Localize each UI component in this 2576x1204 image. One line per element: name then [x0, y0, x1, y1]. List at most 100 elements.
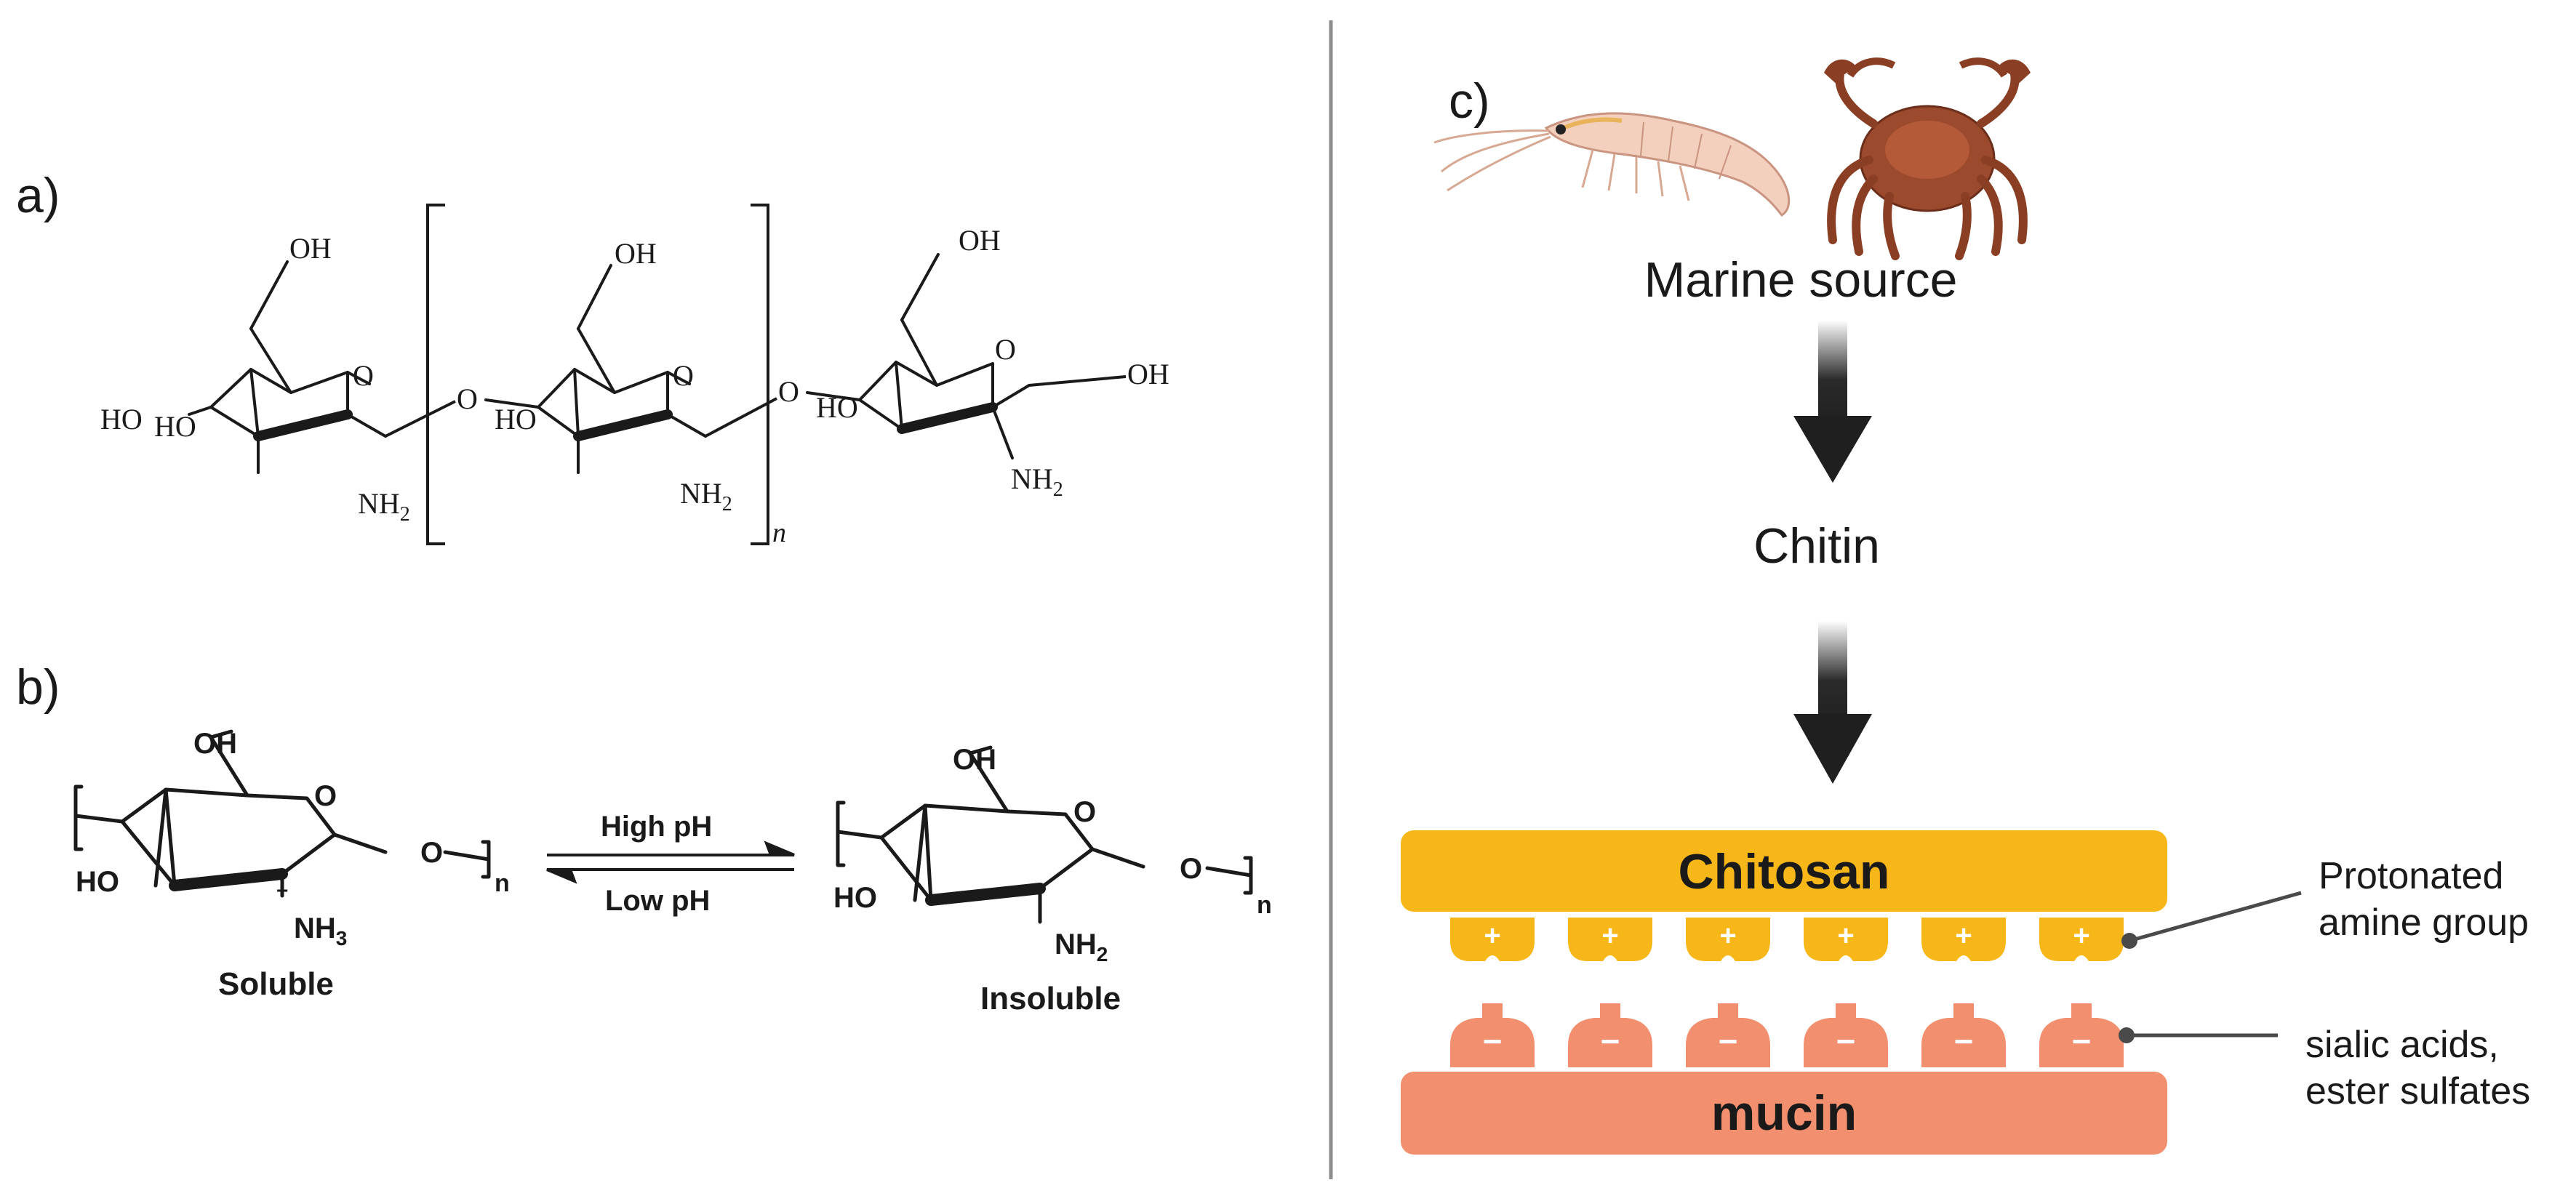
- svg-text:NH2: NH2: [1055, 928, 1108, 966]
- panel-a-middle-unit: [484, 264, 707, 474]
- callout-positive-line-1: Protonated: [2319, 855, 2503, 897]
- panel-a-bond: [385, 400, 456, 438]
- positive-sign: +: [1955, 920, 1972, 952]
- positive-charge-group: +: [1804, 918, 1888, 961]
- insoluble-structure: [836, 745, 1253, 924]
- panel-a-left-bracket: [426, 204, 445, 545]
- svg-text:OH: OH: [959, 224, 1001, 257]
- svg-text:O: O: [1073, 796, 1096, 828]
- panel-a-left-unit-labels: OH HO HO O NH2: [100, 232, 410, 526]
- chitosan-label: Chitosan: [1679, 844, 1890, 899]
- marine-source-label: Marine source: [1644, 252, 1958, 308]
- negative-charge-group: −: [1450, 1003, 1535, 1067]
- panel-b-label: b): [16, 659, 60, 715]
- negative-charge-group: −: [1921, 1003, 2006, 1067]
- negative-charge-group: −: [1686, 1003, 1770, 1067]
- svg-text:HO: HO: [816, 391, 858, 424]
- panel-a-right-unit-labels: OH HO O OH NH2: [816, 224, 1169, 501]
- positive-sign: +: [2073, 920, 2089, 952]
- svg-text:HO: HO: [833, 882, 877, 914]
- soluble-structure: [73, 729, 491, 898]
- callout-positive-line-2: amine group: [2319, 902, 2529, 944]
- svg-text:OH: OH: [289, 232, 332, 265]
- positive-groups: + + + + + +: [1450, 918, 2124, 961]
- positive-charge-group: +: [1686, 918, 1770, 961]
- positive-charge-group: +: [1921, 918, 2006, 961]
- insoluble-structure-labels: OH O HO O NH2 n Insoluble: [833, 744, 1272, 1016]
- panel-a-right-bracket: [751, 204, 769, 545]
- svg-text:O: O: [353, 359, 374, 392]
- svg-text:sialic acids, ester su: sialic acids, ester sulfates: [2305, 1024, 2530, 1112]
- negative-charge-group: −: [1568, 1003, 1652, 1067]
- svg-text:NH2: NH2: [1011, 462, 1063, 501]
- panel-c-label: c): [1449, 73, 1490, 129]
- positive-sign: +: [1484, 920, 1500, 952]
- crab-illustration: [1824, 57, 2031, 260]
- svg-text:HO: HO: [76, 866, 119, 898]
- svg-text:OH: OH: [1127, 358, 1169, 390]
- svg-text:OH: OH: [193, 728, 237, 760]
- negative-charge-group: −: [2039, 1003, 2124, 1067]
- svg-text:O: O: [1180, 853, 1202, 885]
- negative-sign: −: [1483, 1022, 1503, 1060]
- panel-a-left-unit: [188, 260, 387, 474]
- svg-text:NH2: NH2: [680, 477, 732, 515]
- equilibrium-arrows: [546, 840, 795, 884]
- svg-text:O: O: [673, 359, 694, 392]
- negative-sign: −: [1836, 1022, 1856, 1060]
- chitosan-bar: [1401, 830, 2167, 912]
- positive-charge-group: +: [1568, 918, 1652, 961]
- svg-text:O: O: [995, 333, 1016, 366]
- negative-sign: −: [1954, 1022, 1974, 1060]
- svg-text:OH: OH: [953, 744, 996, 776]
- arrow-down-2: [1793, 621, 1872, 784]
- chitin-label: Chitin: [1753, 518, 1880, 574]
- svg-text:NH3: NH3: [294, 912, 347, 950]
- panel-a-bridge-oxygen-2: O: [778, 375, 799, 408]
- callout-negative-line-2: ester sulfates: [2305, 1070, 2530, 1112]
- svg-text:Soluble: Soluble: [218, 966, 334, 1002]
- negative-sign: −: [1719, 1022, 1738, 1060]
- svg-text:O: O: [314, 780, 337, 812]
- positive-charge-group: +: [2039, 918, 2124, 961]
- panel-b: b) OH O HO O + NH3 n Soluble: [16, 659, 1272, 1016]
- panel-a-bond: [705, 397, 777, 438]
- svg-text:HO: HO: [154, 410, 196, 443]
- mucin-label: mucin: [1711, 1085, 1857, 1141]
- positive-sign: +: [1719, 920, 1736, 952]
- panel-a-repeat-subscript: n: [772, 518, 786, 548]
- arrow-down-1: [1793, 320, 1872, 483]
- svg-text:HO: HO: [495, 403, 537, 436]
- panel-a-middle-unit-labels: OH HO O NH2: [495, 237, 732, 515]
- shrimp-illustration: [1433, 112, 1791, 217]
- panel-a-right-unit: [806, 253, 1031, 459]
- positive-sign: +: [1837, 920, 1854, 952]
- negative-sign: −: [2072, 1022, 2092, 1060]
- negative-groups: −−−−−−: [1450, 1003, 2124, 1067]
- high-ph-label: High pH: [601, 811, 712, 843]
- panel-a-label: a): [16, 168, 60, 223]
- callout-negative-line-1: sialic acids,: [2305, 1024, 2499, 1066]
- positive-sign: +: [1601, 920, 1618, 952]
- svg-text:OH: OH: [615, 237, 657, 270]
- panel-c: c): [1401, 57, 2530, 1155]
- panel-a-bridge-oxygen-1: O: [457, 382, 478, 415]
- callout-negative: sialic acids, ester sulfates: [2119, 1024, 2530, 1112]
- svg-text:Insoluble: Insoluble: [980, 981, 1121, 1016]
- positive-charge-group: +: [1450, 918, 1535, 961]
- svg-text:NH2: NH2: [358, 487, 410, 526]
- svg-text:O: O: [420, 837, 443, 869]
- mucin-bar: [1401, 1072, 2167, 1155]
- svg-text:n: n: [495, 870, 510, 897]
- panel-a: a) OH HO HO O NH2 O n: [16, 168, 1169, 548]
- panel-a-bond: [1028, 375, 1127, 387]
- svg-text:+: +: [276, 879, 288, 902]
- svg-text:Protonated amine group: Protonated amine group: [2319, 855, 2529, 944]
- callout-positive: Protonated amine group: [2121, 855, 2529, 949]
- soluble-structure-labels: OH O HO O + NH3 n Soluble: [76, 728, 510, 1002]
- negative-sign: −: [1601, 1022, 1620, 1060]
- low-ph-label: Low pH: [605, 885, 710, 917]
- svg-text:HO: HO: [100, 403, 143, 436]
- svg-text:n: n: [1257, 891, 1272, 919]
